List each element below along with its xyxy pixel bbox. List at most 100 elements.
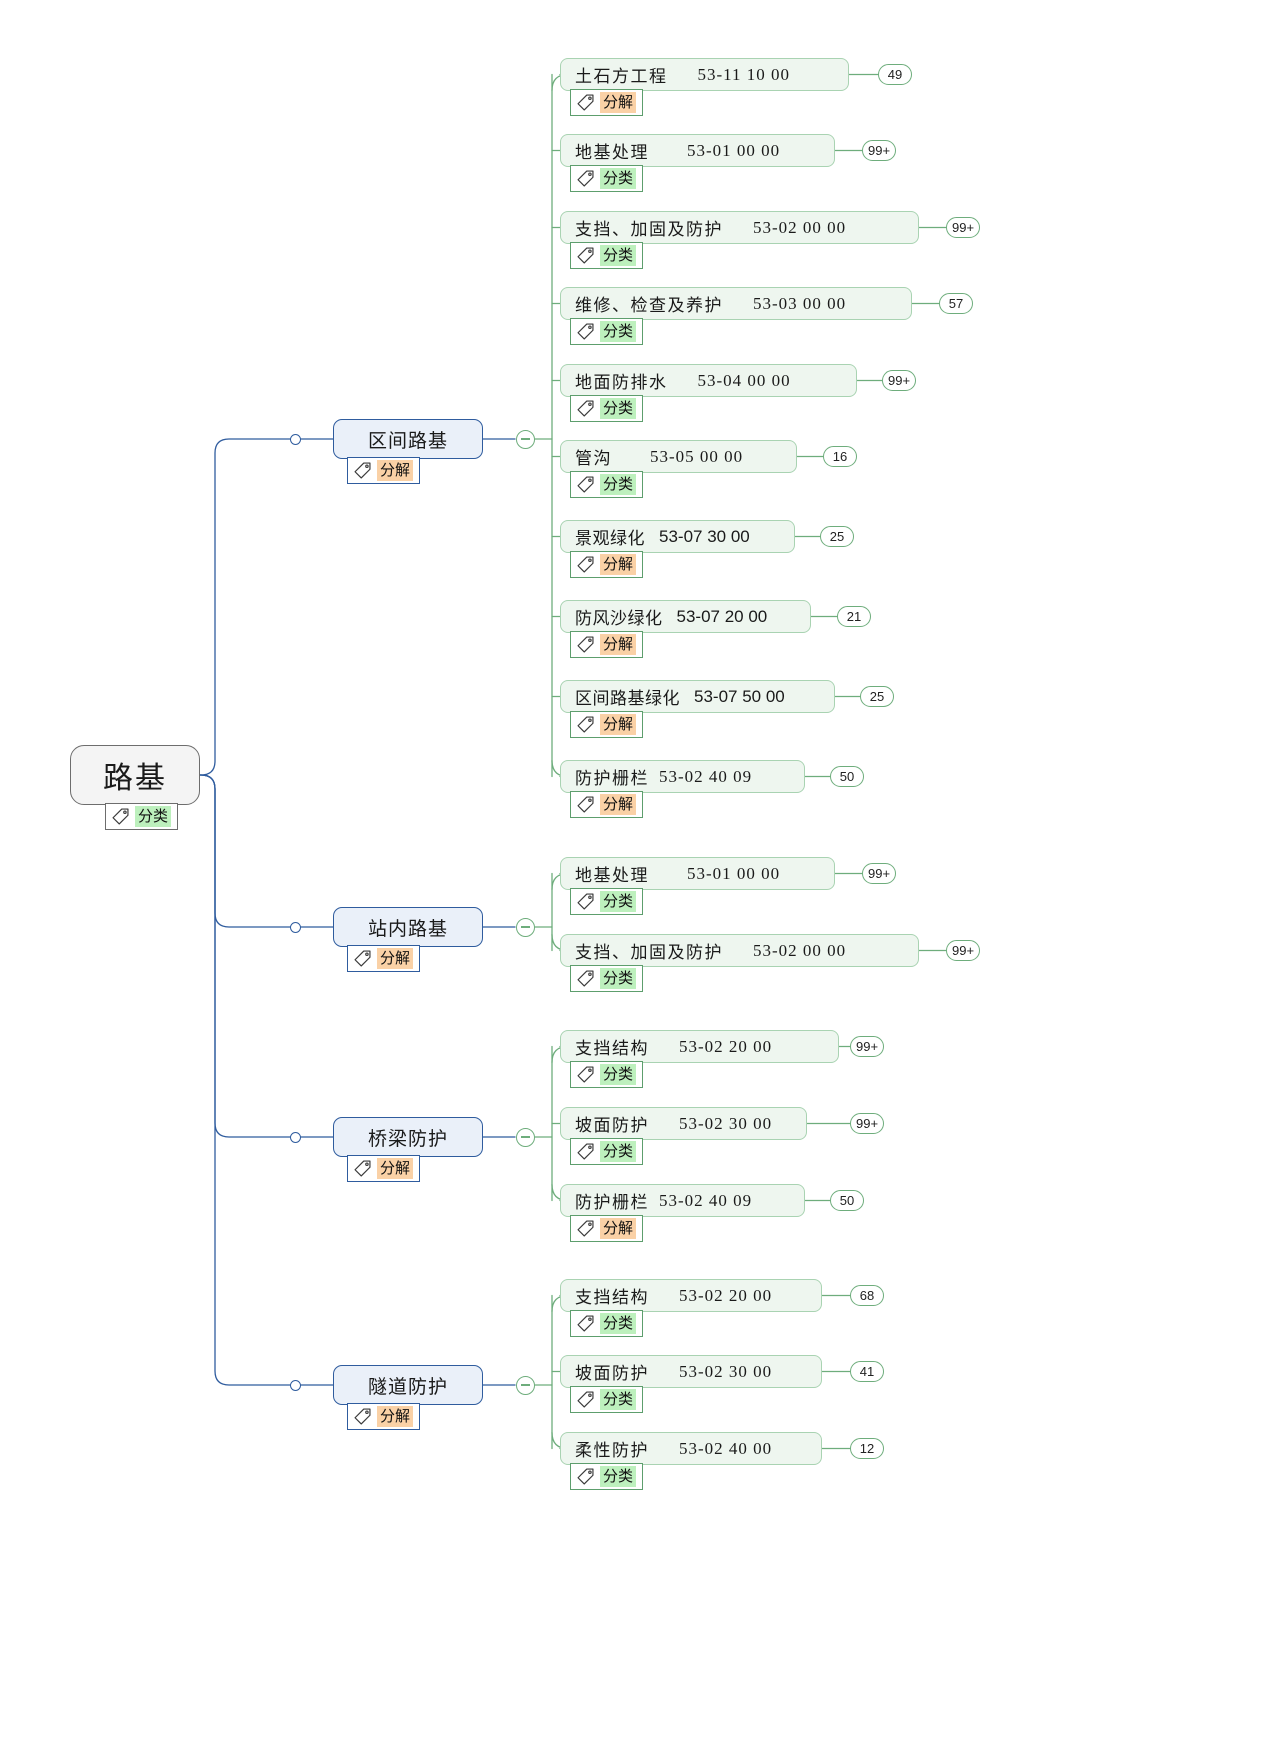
leaf-node-code: 53-02 00 00 xyxy=(753,217,847,237)
count-badge[interactable]: 99+ xyxy=(850,1036,885,1057)
count-badge[interactable]: 50 xyxy=(830,1190,864,1211)
tag-icon xyxy=(354,1160,371,1177)
node-tag[interactable]: 分类 xyxy=(570,1463,644,1490)
connector-dot-icon[interactable] xyxy=(289,921,301,933)
tag-label: 分解 xyxy=(600,794,637,815)
tag-icon xyxy=(577,94,594,111)
node-tag[interactable]: 分解 xyxy=(347,457,421,484)
leaf-node-code: 53-02 20 00 xyxy=(679,1285,773,1305)
tag-label: 分解 xyxy=(600,92,637,113)
tag-label: 分类 xyxy=(600,1064,637,1085)
count-badge[interactable]: 16 xyxy=(823,446,857,467)
tag-icon xyxy=(577,400,594,417)
tag-icon xyxy=(112,808,129,825)
collapse-toggle-branch-3[interactable] xyxy=(515,1127,535,1147)
node-tag[interactable]: 分类 xyxy=(570,1386,644,1413)
count-badge[interactable]: 68 xyxy=(850,1285,884,1306)
node-tag[interactable]: 分解 xyxy=(347,1403,421,1430)
node-tag[interactable]: 分解 xyxy=(570,551,644,578)
node-tag[interactable]: 分类 xyxy=(570,165,644,192)
tag-icon xyxy=(577,716,594,733)
node-tag[interactable]: 分类 xyxy=(570,1138,644,1165)
count-badge[interactable]: 99+ xyxy=(946,217,981,238)
connector-dot-icon[interactable] xyxy=(289,433,301,445)
collapse-toggle-branch-2[interactable] xyxy=(515,917,535,937)
leaf-node-label: 地基处理 xyxy=(575,143,649,162)
branch-node-label: 站内路基 xyxy=(367,918,448,940)
leaf-node-label: 区间路基绿化 xyxy=(575,689,680,708)
branch-node-1[interactable]: 区间路基 xyxy=(333,419,483,459)
tag-label: 分类 xyxy=(600,891,637,912)
node-tag[interactable]: 分类 xyxy=(570,1061,644,1088)
connector-dot-icon[interactable] xyxy=(289,1131,301,1143)
node-tag[interactable]: 分解 xyxy=(570,711,644,738)
count-badge[interactable]: 57 xyxy=(939,293,973,314)
leaf-node-label: 支挡、加固及防护 xyxy=(575,943,723,962)
count-badge[interactable]: 99+ xyxy=(850,1113,885,1134)
branch-node-2[interactable]: 站内路基 xyxy=(333,907,483,947)
branch-node-4[interactable]: 隧道防护 xyxy=(333,1365,483,1405)
leaf-node-code: 53-11 10 00 xyxy=(697,64,791,84)
node-tag[interactable]: 分类 xyxy=(570,318,644,345)
node-tag[interactable]: 分类 xyxy=(570,965,644,992)
node-tag[interactable]: 分解 xyxy=(570,791,644,818)
collapse-toggle-branch-1[interactable] xyxy=(515,429,535,449)
tag-label: 分类 xyxy=(600,1141,637,1162)
count-badge[interactable]: 25 xyxy=(820,526,854,547)
count-badge[interactable]: 50 xyxy=(830,766,864,787)
connector-dot-icon[interactable] xyxy=(289,1379,301,1391)
count-badge[interactable]: 21 xyxy=(837,606,871,627)
node-tag[interactable]: 分类 xyxy=(570,1310,644,1337)
root-node[interactable]: 路基 xyxy=(70,745,200,805)
node-tag[interactable]: 分解 xyxy=(570,89,644,116)
node-tag[interactable]: 分类 xyxy=(105,803,179,830)
tag-label: 分解 xyxy=(600,634,637,655)
tag-icon xyxy=(577,247,594,264)
leaf-node-label: 防护栅栏 xyxy=(575,769,649,788)
leaf-node-code: 53-02 00 00 xyxy=(753,940,847,960)
node-tag[interactable]: 分类 xyxy=(570,888,644,915)
leaf-node-code: 53-02 40 09 xyxy=(659,1190,753,1210)
leaf-node-code: 53-01 00 00 xyxy=(687,863,781,883)
node-tag[interactable]: 分解 xyxy=(570,1215,644,1242)
leaf-node-label: 坡面防护 xyxy=(575,1116,649,1135)
count-badge[interactable]: 12 xyxy=(850,1438,884,1459)
count-badge[interactable]: 41 xyxy=(850,1361,884,1382)
node-tag[interactable]: 分解 xyxy=(347,945,421,972)
leaf-node-code: 53-03 00 00 xyxy=(753,293,847,313)
tag-icon xyxy=(577,556,594,573)
count-badge[interactable]: 99+ xyxy=(862,863,897,884)
node-tag[interactable]: 分解 xyxy=(347,1155,421,1182)
node-tag[interactable]: 分类 xyxy=(570,471,644,498)
count-badge[interactable]: 99+ xyxy=(882,370,917,391)
count-badge[interactable]: 99+ xyxy=(946,940,981,961)
count-badge[interactable]: 49 xyxy=(878,64,912,85)
tag-label: 分类 xyxy=(600,245,637,266)
count-badge[interactable]: 25 xyxy=(860,686,894,707)
branch-node-3[interactable]: 桥梁防护 xyxy=(333,1117,483,1157)
node-tag[interactable]: 分解 xyxy=(570,631,644,658)
collapse-toggle-branch-4[interactable] xyxy=(515,1375,535,1395)
count-badge[interactable]: 99+ xyxy=(862,140,897,161)
tag-icon xyxy=(354,1408,371,1425)
node-tag[interactable]: 分类 xyxy=(570,395,644,422)
node-tag[interactable]: 分类 xyxy=(570,242,644,269)
leaf-node[interactable]: 支挡、加固及防护 53-02 00 00 xyxy=(560,934,919,967)
